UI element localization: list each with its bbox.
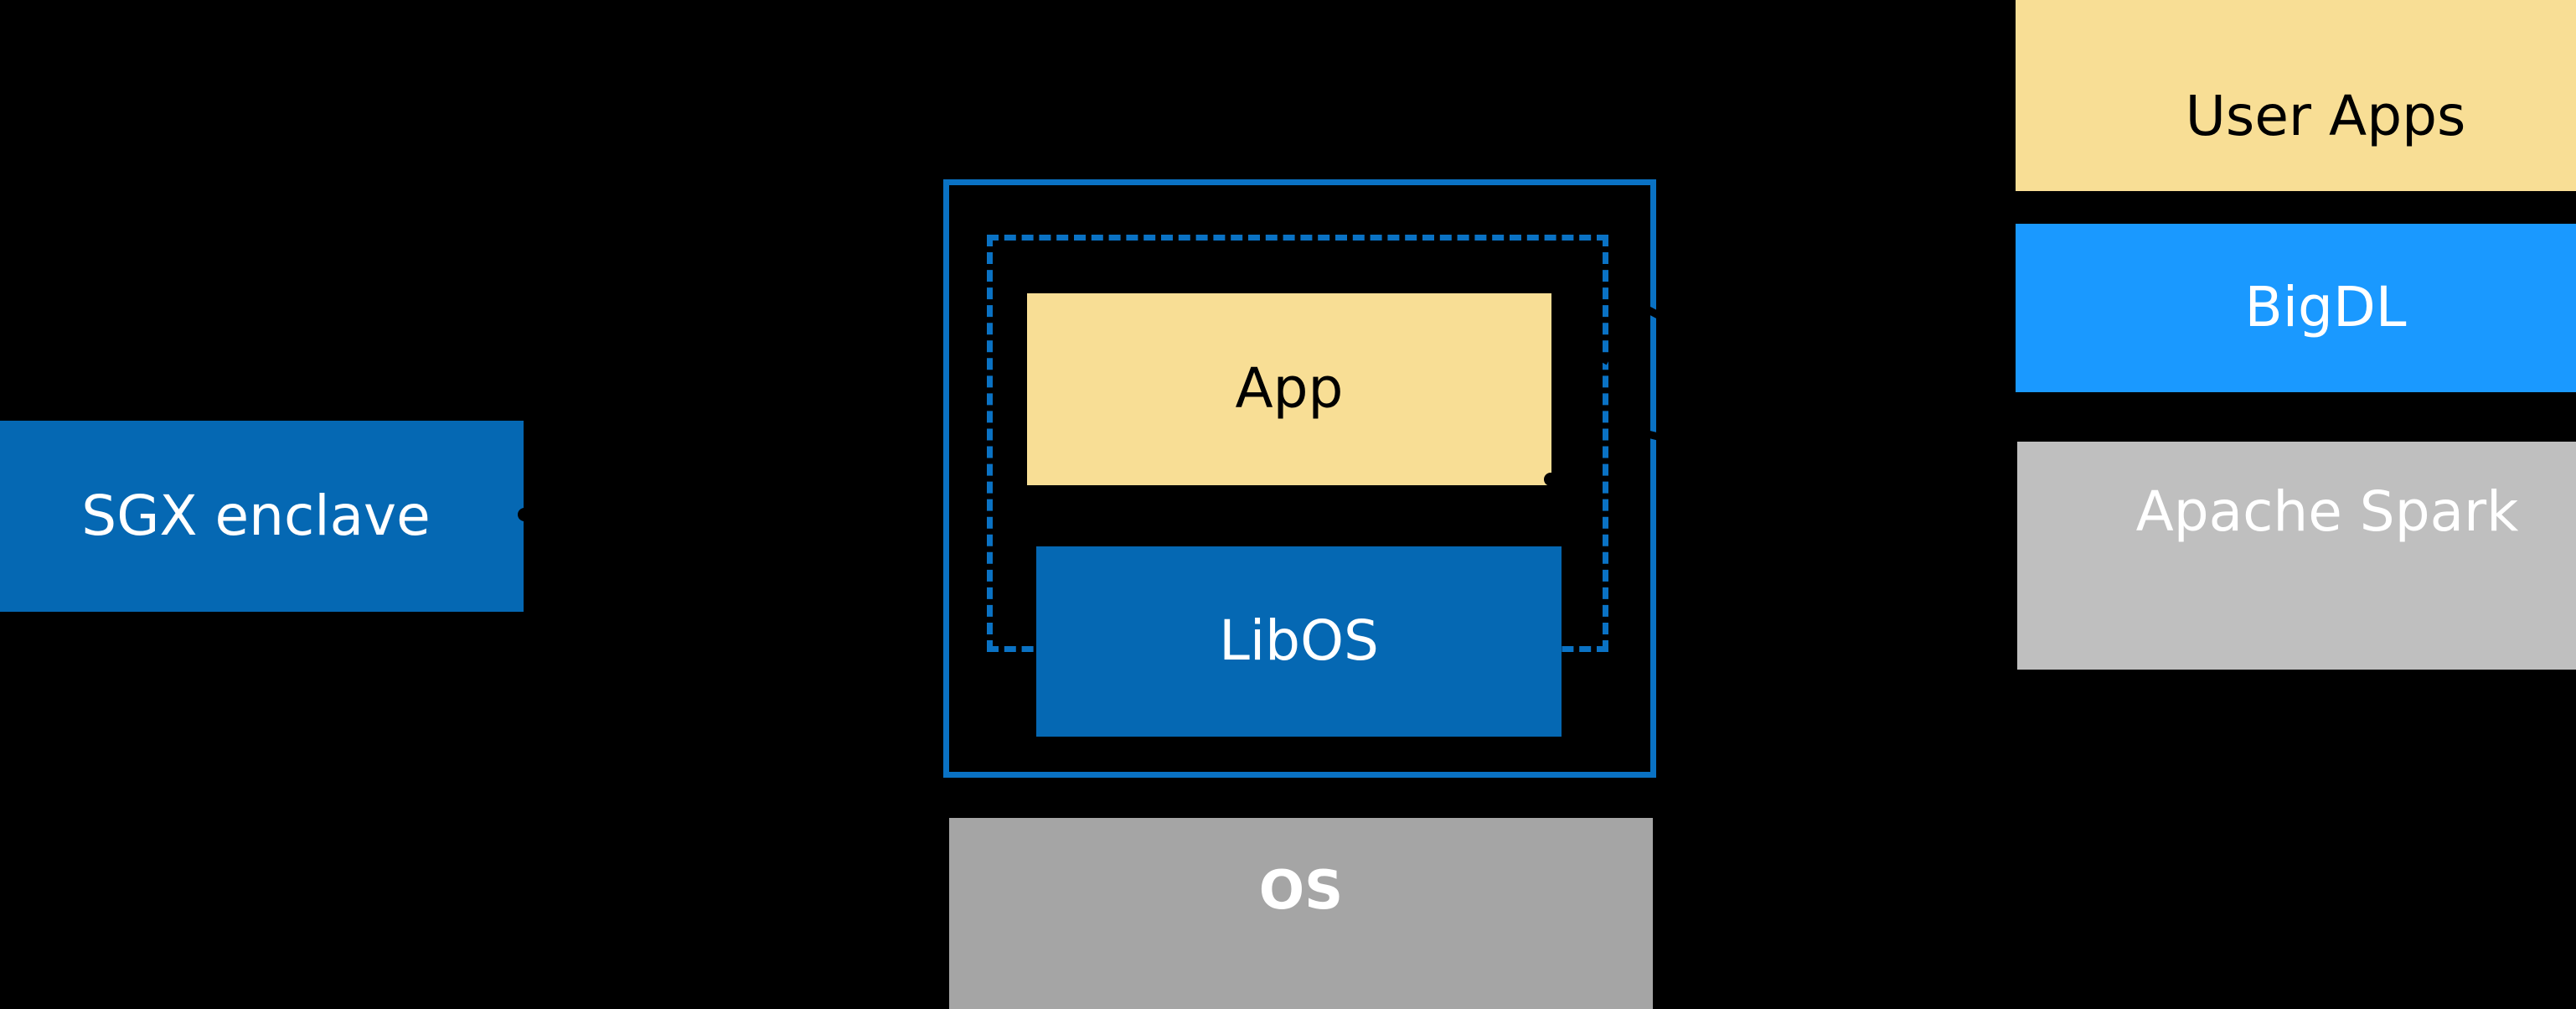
user-apps-box: User Apps: [2016, 0, 2576, 191]
sgx-enclave-box: SGX enclave: [0, 421, 524, 612]
app-connector-dot: [1544, 473, 1557, 486]
user-apps-label: User Apps: [2185, 84, 2466, 149]
os-box: OS: [949, 818, 1653, 1009]
apache-spark-box: Apache Spark: [2017, 442, 2576, 670]
bigdl-box: BigDL: [2016, 224, 2576, 392]
libos-label: LibOS: [1219, 608, 1379, 674]
sgx-enclave-connector-dot: [518, 508, 531, 521]
app-label: App: [1235, 356, 1344, 422]
os-label: OS: [1258, 860, 1344, 922]
sgx-enclave-label: SGX enclave: [81, 483, 431, 548]
apache-spark-label: Apache Spark: [2135, 479, 2519, 544]
app-box: App: [1027, 293, 1551, 485]
libos-box: LibOS: [1036, 546, 1562, 737]
bigdl-label: BigDL: [2244, 275, 2407, 340]
enclave-boundary-frame: [943, 179, 1656, 778]
